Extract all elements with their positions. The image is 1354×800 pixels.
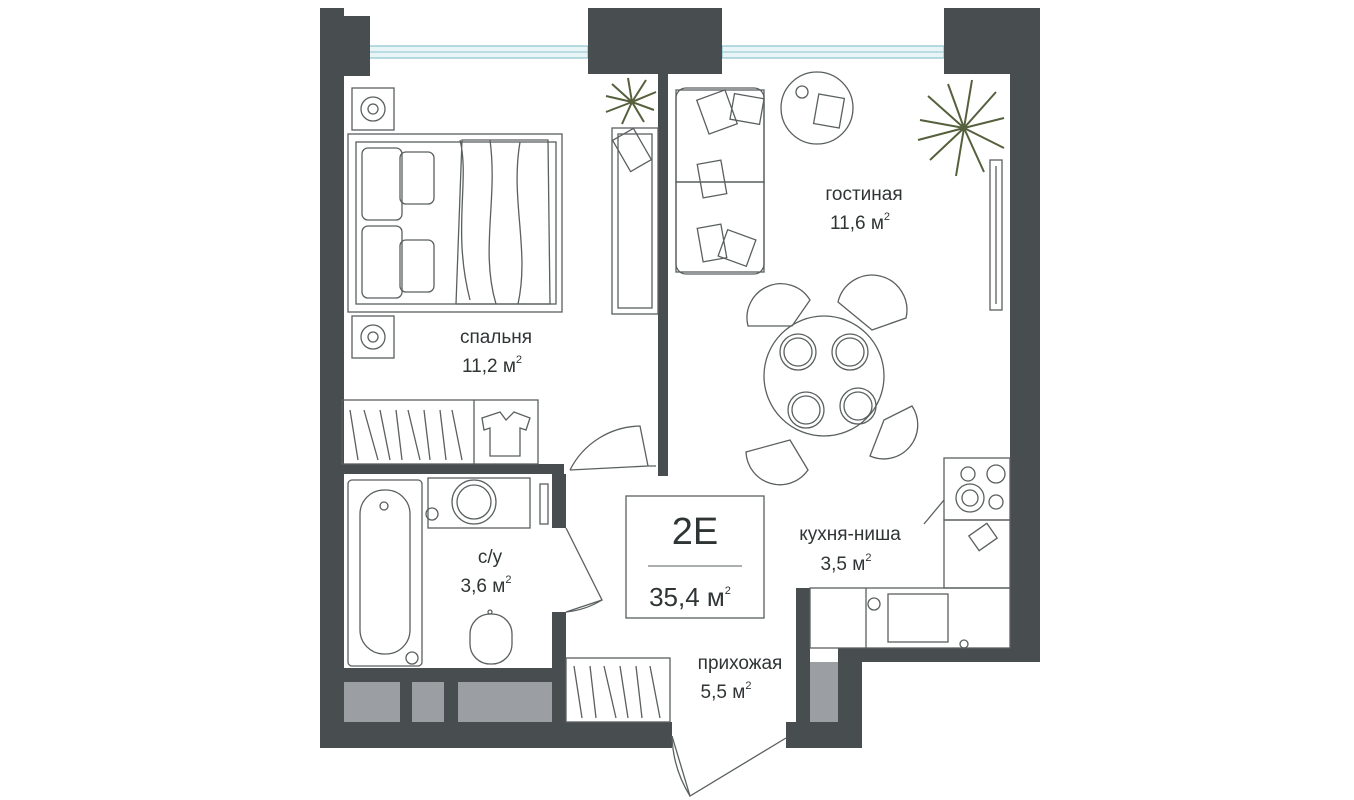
kitchen-area: 3,5 м2 — [821, 552, 872, 575]
room-label-bathroom: с/у 3,6 м2 — [461, 547, 512, 597]
windows — [367, 45, 945, 59]
bedroom-furniture — [341, 87, 659, 465]
living-area: 11,6 м2 — [830, 211, 890, 234]
plant-bedroom — [605, 77, 657, 125]
bathroom-furniture — [347, 477, 549, 667]
plant-living — [917, 79, 1005, 177]
doors — [565, 425, 787, 797]
room-label-living: гостиная 11,6 м2 — [825, 184, 902, 234]
bathroom-area: 3,6 м2 — [461, 574, 512, 597]
room-label-hallway: прихожая 5,5 м2 — [698, 653, 783, 703]
room-label-kitchen: кухня-ниша 3,5 м2 — [799, 524, 901, 575]
apartment-code: 2Е — [672, 511, 718, 553]
living-furniture — [675, 71, 1003, 486]
hallway-wardrobe — [565, 657, 671, 723]
hallway-name: прихожая — [698, 653, 783, 674]
living-name: гостиная — [825, 184, 902, 205]
apartment-total-area: 35,4 м2 — [649, 582, 731, 612]
hallway-area: 5,5 м2 — [701, 680, 752, 703]
walls — [320, 8, 1040, 748]
bathroom-name: с/у — [478, 547, 503, 568]
bedroom-name: спальня — [460, 327, 532, 348]
apartment-badge: 2Е 35,4 м2 — [625, 495, 765, 619]
storage-niches — [342, 662, 838, 722]
kitchen-name: кухня-ниша — [799, 524, 901, 545]
bedroom-area: 11,2 м2 — [462, 354, 522, 377]
kitchen-furniture — [809, 457, 1011, 649]
room-label-bedroom: спальня 11,2 м2 — [460, 327, 532, 377]
